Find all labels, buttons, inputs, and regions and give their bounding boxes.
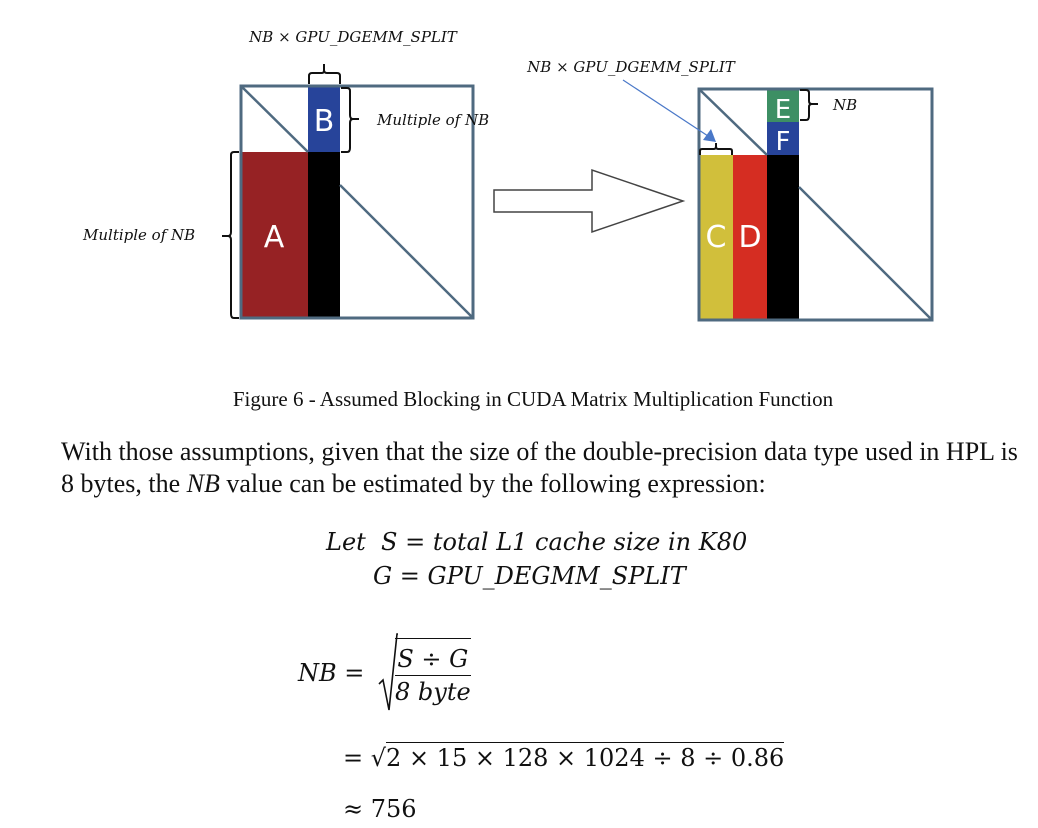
calc-radical-icon: √ [370, 744, 387, 772]
nb-denominator: 8 byte [395, 678, 471, 706]
body-paragraph: With those assumptions, given that the s… [61, 436, 1021, 500]
left-matrix-frame [239, 84, 475, 320]
paragraph-text-after: value can be estimated by the following … [219, 469, 766, 498]
right-matrix-frame [697, 87, 934, 322]
equation-result: ≈ 756 [343, 795, 417, 823]
result-rel: ≈ [343, 795, 371, 823]
block-d-label: D [738, 220, 761, 255]
calc-radicand: 2 × 15 × 128 × 1024 ÷ 8 ÷ 0.86 [386, 742, 785, 772]
result-value: 756 [370, 795, 417, 823]
nb-sqrt: S ÷ G 8 byte [372, 632, 471, 714]
g-rel: = [392, 562, 428, 590]
blocking-figure: A B NB × GPU_DGEMM_SPLIT Multiple of NB … [82, 28, 934, 322]
block-d [733, 155, 767, 320]
let-s-rel: = [397, 528, 433, 556]
diagonal-upper-right [698, 88, 768, 156]
block-e [767, 89, 799, 122]
brace-right-e [800, 89, 818, 121]
brace-left-a [222, 151, 239, 319]
equation-nb: NB = S ÷ G 8 byte [298, 632, 471, 714]
left-matrix-diagram: A B NB × GPU_DGEMM_SPLIT Multiple of NB … [82, 28, 489, 320]
brace-right-b [341, 87, 359, 153]
block-a-label: A [264, 220, 285, 255]
calc-rel: = [343, 744, 371, 772]
block-f-label: F [776, 127, 791, 157]
nb-rel: = [336, 659, 373, 687]
a-height-label: Multiple of NB [82, 226, 195, 244]
right-arrow-icon [493, 168, 686, 234]
pointer-label: NB × GPU_DGEMM_SPLIT [526, 58, 736, 76]
pointer-arrowhead-icon [703, 129, 716, 142]
brace-top-left [308, 64, 341, 84]
equation-g: G = GPU_DEGMM_SPLIT [373, 562, 686, 590]
block-c-label: C [706, 220, 727, 255]
e-height-label: NB [832, 96, 857, 114]
paragraph-emphasis-nb: NB [186, 469, 220, 498]
brace-top-c [699, 143, 733, 155]
top-width-label: NB × GPU_DGEMM_SPLIT [248, 28, 458, 46]
g-lhs: G [373, 562, 393, 590]
panel-column-left [308, 152, 340, 318]
equation-let-s: Let S = total L1 cache size in K80 [326, 528, 747, 556]
pointer-line [622, 79, 709, 137]
nb-numerator: S ÷ G [395, 645, 471, 676]
nb-fraction: S ÷ G 8 byte [395, 638, 471, 706]
block-b [308, 86, 340, 152]
block-a [241, 152, 308, 318]
diagonal-lower-right [798, 186, 933, 321]
panel-column-right [767, 155, 799, 320]
b-height-label: Multiple of NB [376, 111, 489, 129]
equation-calc: = √2 × 15 × 128 × 1024 ÷ 8 ÷ 0.86 [343, 742, 785, 772]
block-c [699, 155, 733, 320]
right-matrix-diagram: C D E F NB NB × GPU_DGEMM_SPLIT [526, 58, 934, 322]
diagonal-lower [339, 184, 474, 319]
diagonal-upper [240, 85, 309, 153]
let-s-lhs: Let S [326, 528, 398, 556]
block-f [767, 122, 799, 155]
block-b-label: B [314, 104, 335, 139]
nb-lhs: NB [298, 659, 337, 687]
paragraph-text-before: With those assumptions, given that the s… [61, 437, 1018, 498]
figure-caption: Figure 6 - Assumed Blocking in CUDA Matr… [232, 387, 834, 411]
g-rhs: GPU_DEGMM_SPLIT [427, 562, 686, 590]
block-e-label: E [775, 95, 791, 125]
let-s-rhs: total L1 cache size in K80 [432, 528, 748, 556]
